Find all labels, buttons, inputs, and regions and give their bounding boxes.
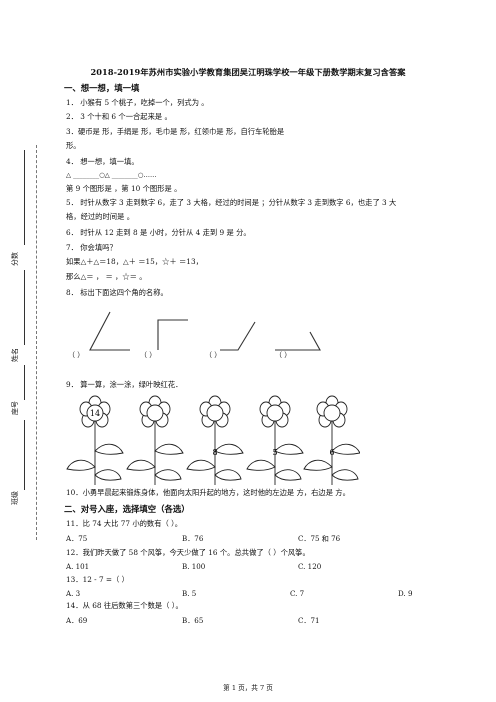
q14-option-a: A．69 bbox=[66, 616, 88, 625]
flower-5 bbox=[303, 395, 360, 485]
question-3-cont: 形。 bbox=[66, 141, 81, 150]
question-7-line-1: 如果△＋△＝18，△＋ ＝15，☆＋ ＝13， bbox=[66, 257, 203, 266]
question-5-cont: 格，经过的时间是 。 bbox=[66, 212, 134, 221]
section-heading-1: 一、想一想，填一填 bbox=[64, 83, 140, 93]
angle-2 bbox=[157, 319, 188, 350]
class-line bbox=[24, 420, 25, 490]
q12-option-a: A. 101 bbox=[66, 562, 90, 571]
q13-option-b: B. 5 bbox=[182, 589, 197, 598]
question-4: 4． 想一想，填一填。 bbox=[66, 157, 139, 166]
flower-2 bbox=[126, 395, 184, 485]
question-4-answer: 第 9 个图形是 ，第 10 个图形是 。 bbox=[66, 184, 182, 193]
flower-5-number: 6 bbox=[329, 448, 334, 457]
flowers-figure: 14 8 5 6 bbox=[66, 395, 360, 485]
angle-1-blank: （ ） bbox=[68, 351, 85, 359]
angle-3 bbox=[220, 321, 256, 351]
page-title: 2018-2019年苏州市实验小学教育集团吴江明珠学校一年级下册数学期末复习含答… bbox=[90, 67, 406, 77]
question-14: 14．从 68 往后数第三个数是（ ）。 bbox=[66, 601, 183, 610]
angles-figure bbox=[89, 311, 321, 351]
q12-option-c: C. 120 bbox=[298, 562, 322, 571]
side-label-class: 班级 bbox=[11, 491, 19, 505]
question-10: 10．小勇早晨起来锻炼身体，他面向太阳升起的地方，这时他的左边是 方，右边是 方… bbox=[66, 488, 350, 497]
question-7: 7． 你会填吗？ bbox=[66, 243, 117, 252]
flower-4-number: 5 bbox=[272, 448, 277, 457]
flower-3 bbox=[186, 395, 244, 485]
question-9: 9． 算一算，涂一涂，绿叶映红花． bbox=[66, 380, 183, 389]
question-1: 1． 小猴有 5 个桃子，吃掉一个，列式为 。 bbox=[66, 98, 209, 107]
question-2: 2． 3 个十和 6 个一合起来是 。 bbox=[66, 112, 172, 121]
seat-line bbox=[24, 365, 25, 400]
angle-4 bbox=[275, 331, 321, 351]
name-line bbox=[24, 270, 25, 345]
q12-option-b: B. 100 bbox=[182, 562, 206, 571]
angle-2-blank: （ ） bbox=[140, 351, 157, 359]
q14-option-c: C．71 bbox=[298, 616, 320, 625]
flower-3-number: 8 bbox=[212, 448, 217, 457]
score-line bbox=[24, 150, 25, 245]
angle-1 bbox=[89, 311, 130, 351]
page-footer: 第 1 页，共 7 页 bbox=[223, 684, 273, 692]
section-heading-2: 二、对号入座，选择填空（各选） bbox=[64, 504, 190, 514]
q14-option-b: B．65 bbox=[182, 616, 204, 625]
q11-option-c: C．75 和 76 bbox=[298, 534, 341, 543]
angle-3-blank: （ ） bbox=[205, 351, 222, 359]
flower-1-number: 14 bbox=[90, 409, 100, 418]
flower-4 bbox=[246, 395, 304, 485]
angle-4-blank: （ ） bbox=[275, 351, 292, 359]
q11-option-b: B．76 bbox=[182, 534, 204, 543]
question-7-line-2: 那么△＝ ， ＝ ，☆＝ 。 bbox=[66, 272, 147, 281]
q13-option-d: D. 9 bbox=[398, 589, 413, 598]
q11-option-a: A．75 bbox=[66, 534, 88, 543]
question-8: 8． 标出下面这四个角的名称。 bbox=[66, 288, 168, 297]
side-label-seat: 座号 bbox=[11, 401, 19, 415]
question-13: 13．12 - 7 =（ ） bbox=[66, 575, 129, 584]
question-12: 12．我们昨天做了 58 个风筝，今天少做了 16 个。总共做了（ ）个风筝。 bbox=[66, 548, 310, 557]
question-5: 5． 时针从数字 3 走到数字 6，走了 3 大格，经过的时间是 ；分针从数字 … bbox=[66, 198, 397, 207]
side-label-name: 姓名 bbox=[11, 348, 19, 362]
side-label-score: 分数 bbox=[11, 252, 19, 266]
question-4-sequence: △ ________○△ ________○…… bbox=[66, 171, 157, 179]
question-3: 3．硬币是 形，手绢是 形，毛巾是 形，红领巾是 形，自行车轮胎是 bbox=[66, 127, 285, 136]
q13-option-a: A. 3 bbox=[66, 589, 81, 598]
binding-dashed-line bbox=[36, 145, 37, 540]
question-11: 11．比 74 大比 77 小的数有（ ）。 bbox=[66, 519, 183, 528]
question-6: 6． 时针从 12 走到 8 是 小时，分针从 4 走到 9 是 分。 bbox=[66, 228, 251, 237]
q13-option-c: C. 7 bbox=[290, 589, 305, 598]
